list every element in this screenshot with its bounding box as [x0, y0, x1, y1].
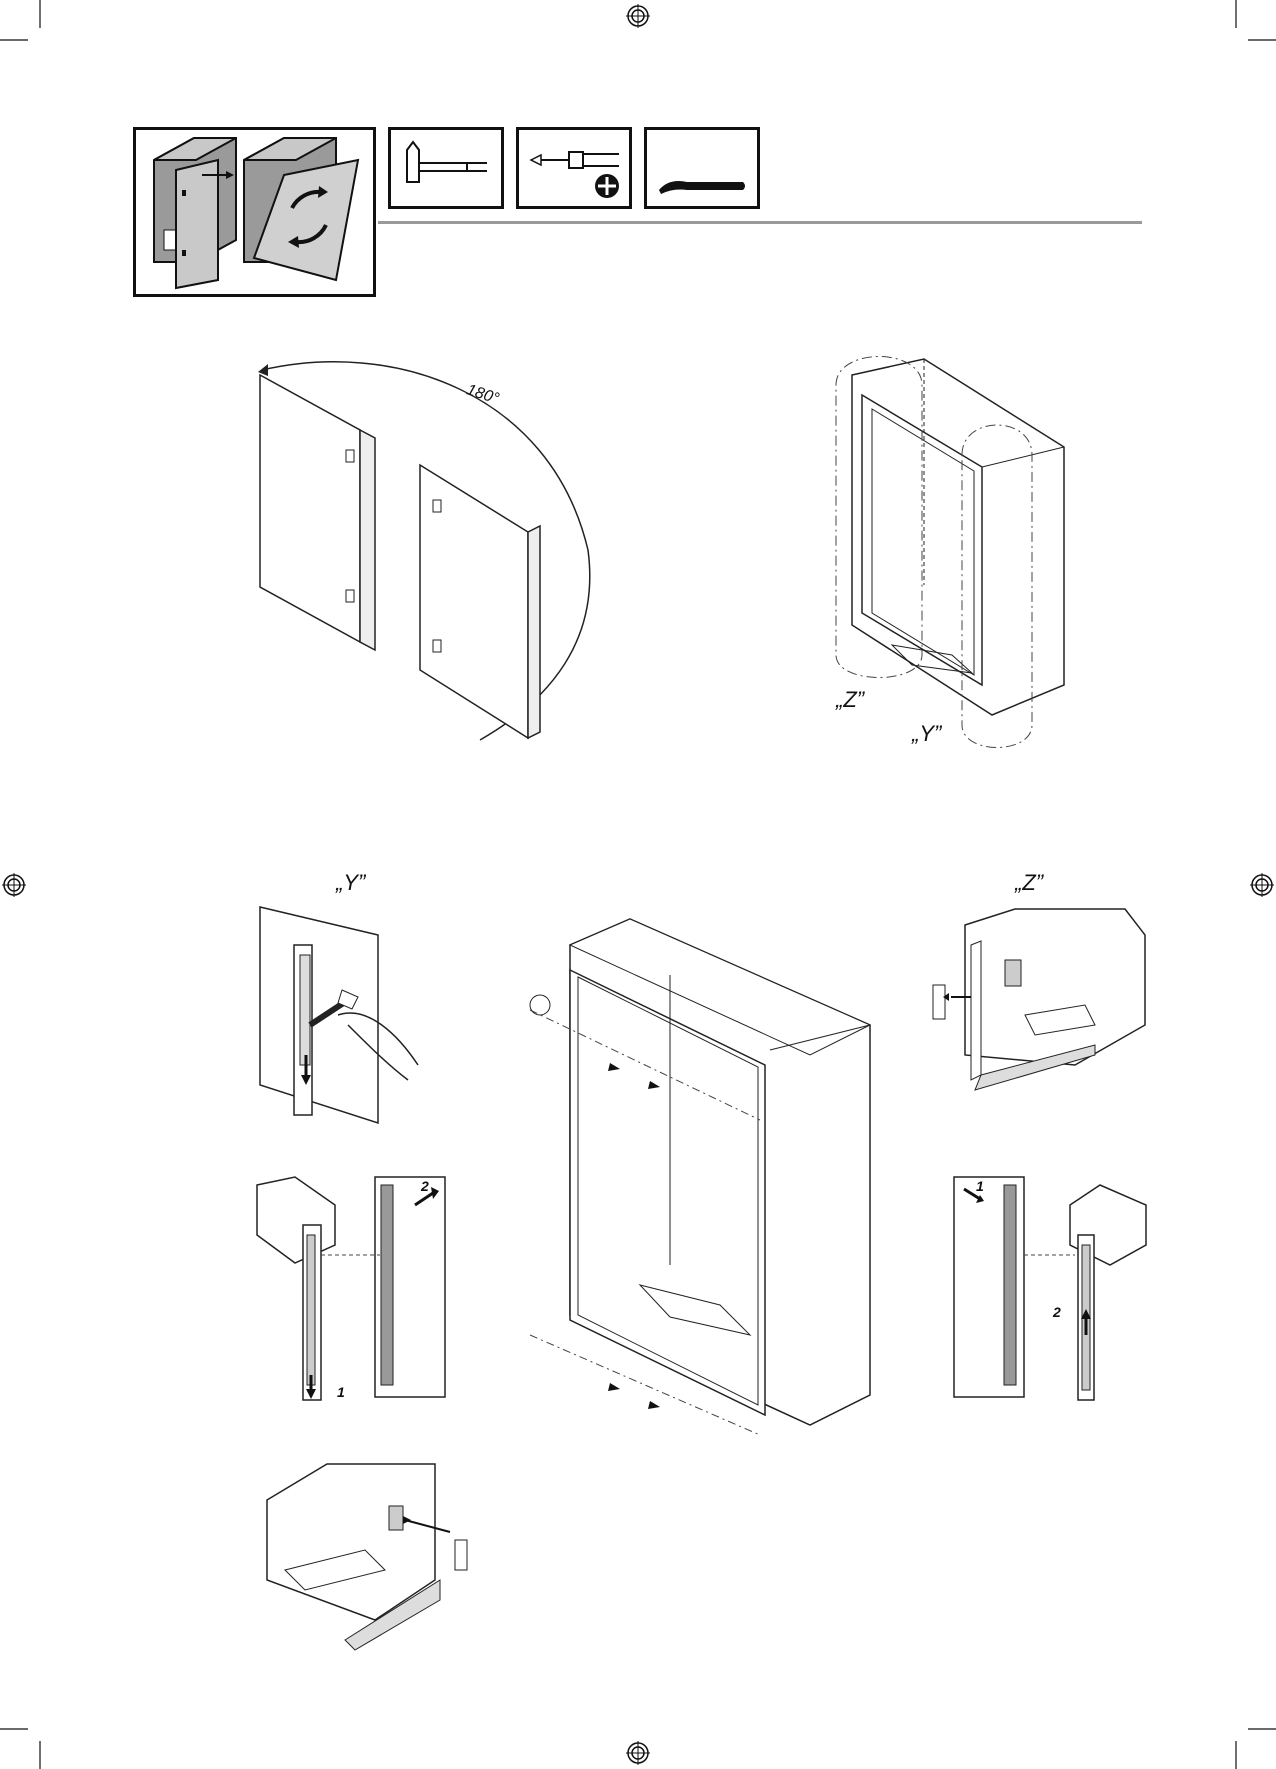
hinge-z-corner-diagram — [915, 905, 1145, 1105]
y-step-2-number: 2 — [421, 1178, 429, 1194]
door-rotation-diagram — [250, 350, 610, 750]
door-hinge-reversal-icon — [133, 127, 376, 297]
cabinet-open-diagram — [832, 355, 1072, 755]
registration-mark-bottom — [626, 1741, 650, 1765]
registration-mark-right — [1250, 873, 1274, 897]
cabinet-door-hinge-transfer-diagram — [520, 915, 880, 1435]
hinge-y-step-diagram — [255, 1175, 465, 1405]
z-step-2-number: 2 — [1053, 1304, 1061, 1320]
hinge-y-corner-diagram — [265, 1460, 495, 1650]
hammer-icon — [388, 127, 504, 209]
hinge-removal-hammer-diagram — [258, 905, 438, 1125]
hinge-z-step-diagram — [950, 1175, 1150, 1405]
detail-label-y: „Y” — [336, 870, 365, 896]
registration-mark-top — [626, 4, 650, 28]
callout-label-z: „Z” — [836, 687, 864, 713]
y-step-1-number: 1 — [337, 1384, 345, 1400]
registration-mark-left — [2, 873, 26, 897]
callout-label-y: „Y” — [912, 721, 941, 747]
phillips-screwdriver-icon — [516, 127, 632, 209]
header-rule — [378, 221, 1142, 224]
z-step-1-number: 1 — [976, 1178, 984, 1194]
pry-bar-icon — [644, 127, 760, 209]
detail-label-z: „Z” — [1015, 870, 1043, 896]
